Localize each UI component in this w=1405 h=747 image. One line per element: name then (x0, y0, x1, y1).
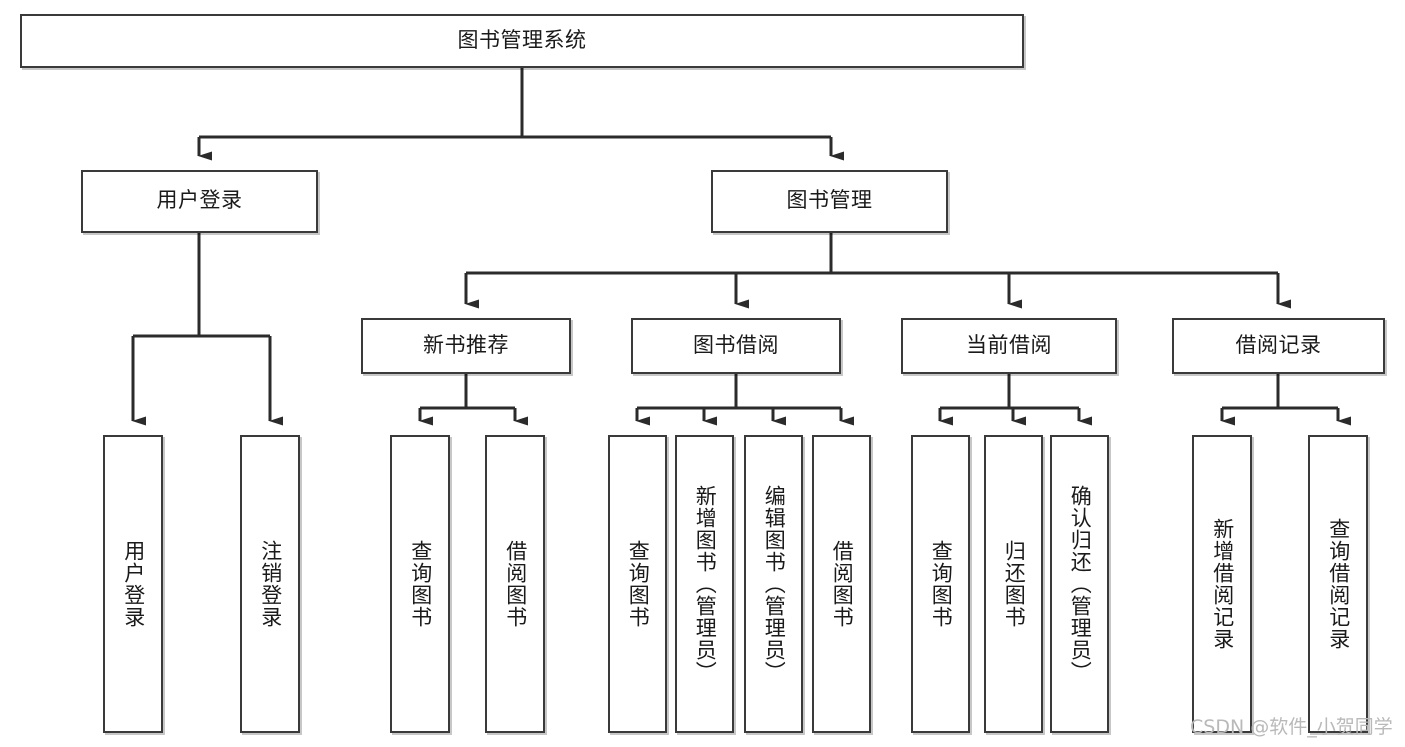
leaf-add-borrow-record-label: 新增借阅记录 (1210, 518, 1234, 650)
leaf-user-login-label: 用户登录 (121, 540, 145, 628)
leaf-add-book-admin-label: 新增图书（管理员） (693, 485, 717, 683)
node-book-borrow-label: 图书借阅 (693, 333, 779, 357)
leaf-query-borrow-record[interactable]: 查询借阅记录 (1308, 435, 1368, 733)
node-borrow-record-label: 借阅记录 (1235, 333, 1322, 357)
csdn-watermark: CSDN @软件_小贺同学 (1190, 716, 1393, 738)
leaf-borrow-book[interactable]: 借阅图书 (812, 435, 871, 733)
leaf-query-book-current-label: 查询图书 (929, 540, 953, 628)
leaf-borrow-book-label: 借阅图书 (830, 540, 854, 628)
node-user-login[interactable]: 用户登录 (81, 170, 318, 233)
node-new-book-recommend-label: 新书推荐 (423, 333, 509, 357)
leaf-query-book-borrow-label: 查询图书 (626, 540, 650, 628)
node-current-borrow-label: 当前借阅 (966, 333, 1052, 357)
node-book-borrow[interactable]: 图书借阅 (631, 318, 841, 374)
leaf-query-book-borrow[interactable]: 查询图书 (608, 435, 667, 733)
leaf-borrow-book-newbook[interactable]: 借阅图书 (485, 435, 545, 733)
leaf-edit-book-admin[interactable]: 编辑图书（管理员） (744, 435, 803, 733)
node-user-login-label: 用户登录 (156, 189, 243, 213)
leaf-query-book-newbook-label: 查询图书 (408, 540, 432, 628)
leaf-edit-book-admin-label: 编辑图书（管理员） (762, 485, 786, 683)
node-book-management[interactable]: 图书管理 (711, 170, 948, 233)
leaf-user-login[interactable]: 用户登录 (103, 435, 163, 733)
node-current-borrow[interactable]: 当前借阅 (901, 318, 1117, 374)
node-book-management-label: 图书管理 (786, 189, 873, 213)
leaf-add-borrow-record[interactable]: 新增借阅记录 (1192, 435, 1252, 733)
leaf-logout[interactable]: 注销登录 (240, 435, 300, 733)
leaf-confirm-return-admin[interactable]: 确认归还（管理员） (1050, 435, 1109, 733)
node-borrow-record[interactable]: 借阅记录 (1172, 318, 1385, 374)
leaf-query-book-newbook[interactable]: 查询图书 (390, 435, 450, 733)
node-new-book-recommend[interactable]: 新书推荐 (361, 318, 571, 374)
node-root[interactable]: 图书管理系统 (20, 14, 1024, 68)
leaf-query-book-current[interactable]: 查询图书 (911, 435, 970, 733)
leaf-query-borrow-record-label: 查询借阅记录 (1326, 518, 1350, 650)
leaf-borrow-book-newbook-label: 借阅图书 (503, 540, 527, 628)
leaf-return-book[interactable]: 归还图书 (984, 435, 1043, 733)
node-root-label: 图书管理系统 (457, 28, 587, 52)
leaf-logout-label: 注销登录 (258, 540, 282, 628)
leaf-confirm-return-admin-label: 确认归还（管理员） (1068, 485, 1092, 683)
leaf-return-book-label: 归还图书 (1002, 540, 1026, 628)
leaf-add-book-admin[interactable]: 新增图书（管理员） (675, 435, 734, 733)
